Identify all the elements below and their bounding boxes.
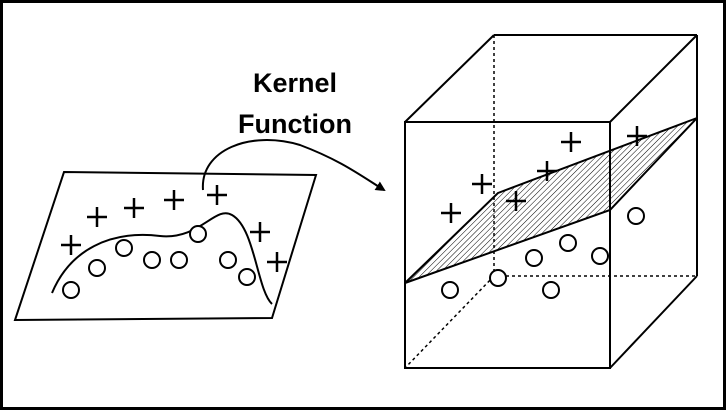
decision-curve [51,212,273,305]
plus-marker [87,207,107,227]
circle-marker [219,251,237,269]
input-space [13,170,318,322]
input-circle-markers [62,225,256,299]
circle-marker [189,225,207,243]
function-label: Function [238,109,352,139]
feature-space [404,34,698,369]
box-front-face [404,121,611,369]
plus-marker [472,174,492,194]
box-edges [404,34,698,369]
circle-marker [88,259,106,277]
circle-marker [542,281,560,299]
plus-marker [61,235,81,255]
circle-marker [143,251,161,269]
plus-marker [441,203,461,223]
feature-circle-markers [441,207,645,299]
mapping-arrow [201,139,386,192]
circle-marker [170,251,188,269]
circle-marker [441,281,459,299]
circle-marker [62,281,80,299]
circle-marker [627,207,645,225]
plus-marker [164,190,184,210]
plus-marker [561,132,581,152]
plus-marker [250,222,270,242]
separating-hyperplane [404,117,698,284]
plus-marker [124,198,144,218]
circle-marker [591,247,609,265]
feature-plus-markers [441,161,557,223]
circle-marker [559,234,577,252]
plus-marker [207,185,227,205]
plus-marker [537,161,557,181]
circle-marker [525,249,543,267]
plus-marker [267,252,287,272]
input-plus-markers [61,185,287,272]
circle-marker [489,269,507,287]
circle-marker [238,268,256,286]
input-plane [13,170,318,322]
kernel-label: Kernel [253,68,337,98]
circle-marker [115,239,133,257]
plus-marker [506,191,526,211]
